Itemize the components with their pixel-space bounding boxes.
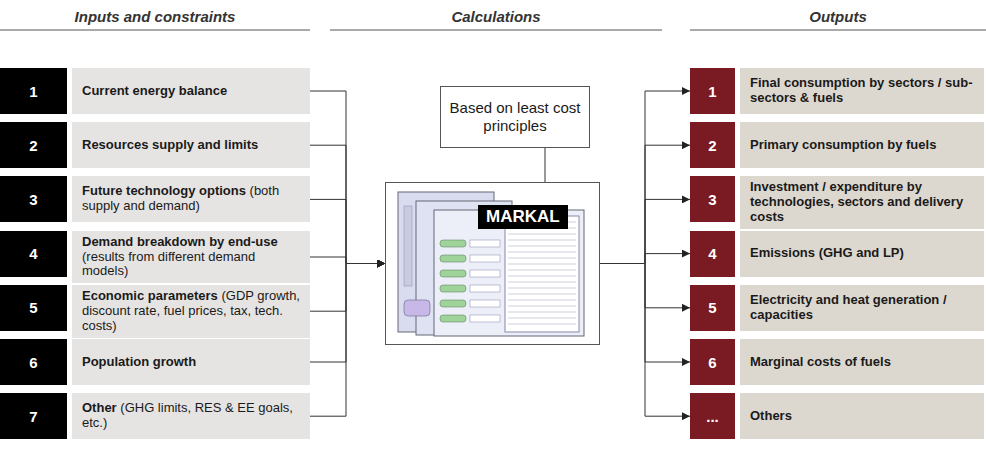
node-text: 4	[708, 245, 716, 262]
text-wrap: Electricity and heat generation / capaci…	[750, 293, 974, 323]
node-text: 5	[29, 299, 37, 316]
connector	[310, 199, 385, 263]
input-box: Current energy balance	[72, 68, 310, 114]
output-box: Emissions (GHG and LP)	[740, 231, 984, 277]
output-box: Investment / expenditure by technologies…	[740, 176, 984, 229]
output-box: Marginal costs of fuels	[740, 339, 984, 385]
text-wrap: Emissions (GHG and LP)	[750, 246, 904, 261]
text-wrap: Demand breakdown by end-use (results fro…	[82, 235, 300, 280]
node-text: Population growth	[82, 354, 196, 369]
input-number: 5	[0, 285, 67, 331]
column-header: Calculations	[330, 8, 662, 25]
output-number: 6	[690, 339, 735, 385]
input-box: Demand breakdown by end-use (results fro…	[72, 231, 310, 284]
node-text: Economic parameters	[82, 288, 218, 303]
text-wrap: Current energy balance	[82, 84, 227, 99]
output-number: 4	[690, 231, 735, 277]
node-text: 5	[708, 299, 716, 316]
text-wrap: Investment / expenditure by technologies…	[750, 180, 974, 225]
input-box: Population growth	[72, 339, 310, 385]
node-text: Primary consumption by fuels	[750, 137, 936, 152]
node-text: 1	[29, 83, 37, 100]
output-number: 2	[690, 122, 735, 168]
column-header: Inputs and constraints	[0, 8, 310, 25]
connector	[310, 91, 385, 264]
connector	[310, 257, 385, 264]
connector	[600, 91, 690, 264]
model-frame: MARKAL	[385, 182, 600, 345]
node-text: ...	[706, 408, 719, 425]
text-wrap: Future technology options (both supply a…	[82, 184, 300, 214]
input-number: 3	[0, 176, 67, 222]
input-box: Other (GHG limits, RES & EE goals, etc.)	[72, 393, 310, 439]
connector	[310, 264, 385, 363]
node-text: 7	[29, 408, 37, 425]
node-text: 3	[29, 191, 37, 208]
connector	[600, 264, 690, 417]
input-box: Resources supply and limits	[72, 122, 310, 168]
node-text: 2	[29, 137, 37, 154]
input-number: 7	[0, 393, 67, 439]
node-text: Current energy balance	[82, 83, 227, 98]
connector	[310, 145, 385, 263]
callout-box: Based on least cost principles	[440, 86, 590, 148]
output-number: 3	[690, 176, 735, 222]
node-text: Final consumption by sectors / sub-secto…	[750, 75, 972, 105]
connector	[600, 254, 690, 264]
connector	[600, 145, 690, 263]
node-text: Based on least cost principles	[449, 99, 581, 135]
markal-screenshots	[398, 192, 584, 336]
output-number: 5	[690, 285, 735, 331]
node-text: 4	[29, 245, 37, 262]
node-text: Emissions (GHG and LP)	[750, 245, 904, 260]
node-text: 2	[708, 137, 716, 154]
output-box: Final consumption by sectors / sub-secto…	[740, 68, 984, 114]
connector	[600, 199, 690, 263]
output-number: ...	[690, 393, 735, 439]
text-wrap: Resources supply and limits	[82, 138, 258, 153]
node-text: 1	[708, 83, 716, 100]
text-wrap: Primary consumption by fuels	[750, 138, 936, 153]
node-text: Electricity and heat generation / capaci…	[750, 292, 947, 322]
model-name: MARKAL	[478, 205, 568, 229]
text-wrap: Final consumption by sectors / sub-secto…	[750, 76, 974, 106]
output-number: 1	[690, 68, 735, 114]
input-box: Economic parameters (GDP growth, discoun…	[72, 285, 310, 338]
text-wrap: Marginal costs of fuels	[750, 355, 891, 370]
output-box: Others	[740, 393, 984, 439]
node-note: (results from different demand models)	[82, 249, 255, 279]
node-text: Marginal costs of fuels	[750, 354, 891, 369]
input-number: 2	[0, 122, 67, 168]
connector	[310, 264, 385, 417]
output-box: Electricity and heat generation / capaci…	[740, 285, 984, 331]
connector	[545, 148, 546, 182]
node-text: Demand breakdown by end-use	[82, 234, 278, 249]
node-text: 6	[708, 354, 716, 371]
node-text: Others	[750, 408, 792, 423]
input-number: 4	[0, 231, 67, 277]
column-header: Outputs	[690, 8, 986, 25]
input-number: 1	[0, 68, 67, 114]
connector	[310, 264, 385, 312]
header-rules	[0, 30, 986, 31]
output-box: Primary consumption by fuels	[740, 122, 984, 168]
node-text: Resources supply and limits	[82, 137, 258, 152]
input-number: 6	[0, 339, 67, 385]
text-wrap: Others	[750, 409, 792, 424]
node-text: Investment / expenditure by technologies…	[750, 179, 963, 224]
text-wrap: Economic parameters (GDP growth, discoun…	[82, 289, 300, 334]
node-text: Future technology options	[82, 183, 246, 198]
node-text: Other	[82, 400, 117, 415]
input-box: Future technology options (both supply a…	[72, 176, 310, 222]
node-text: 6	[29, 354, 37, 371]
text-wrap: Other (GHG limits, RES & EE goals, etc.)	[82, 401, 300, 431]
node-text: 3	[708, 191, 716, 208]
text-wrap: Population growth	[82, 355, 196, 370]
